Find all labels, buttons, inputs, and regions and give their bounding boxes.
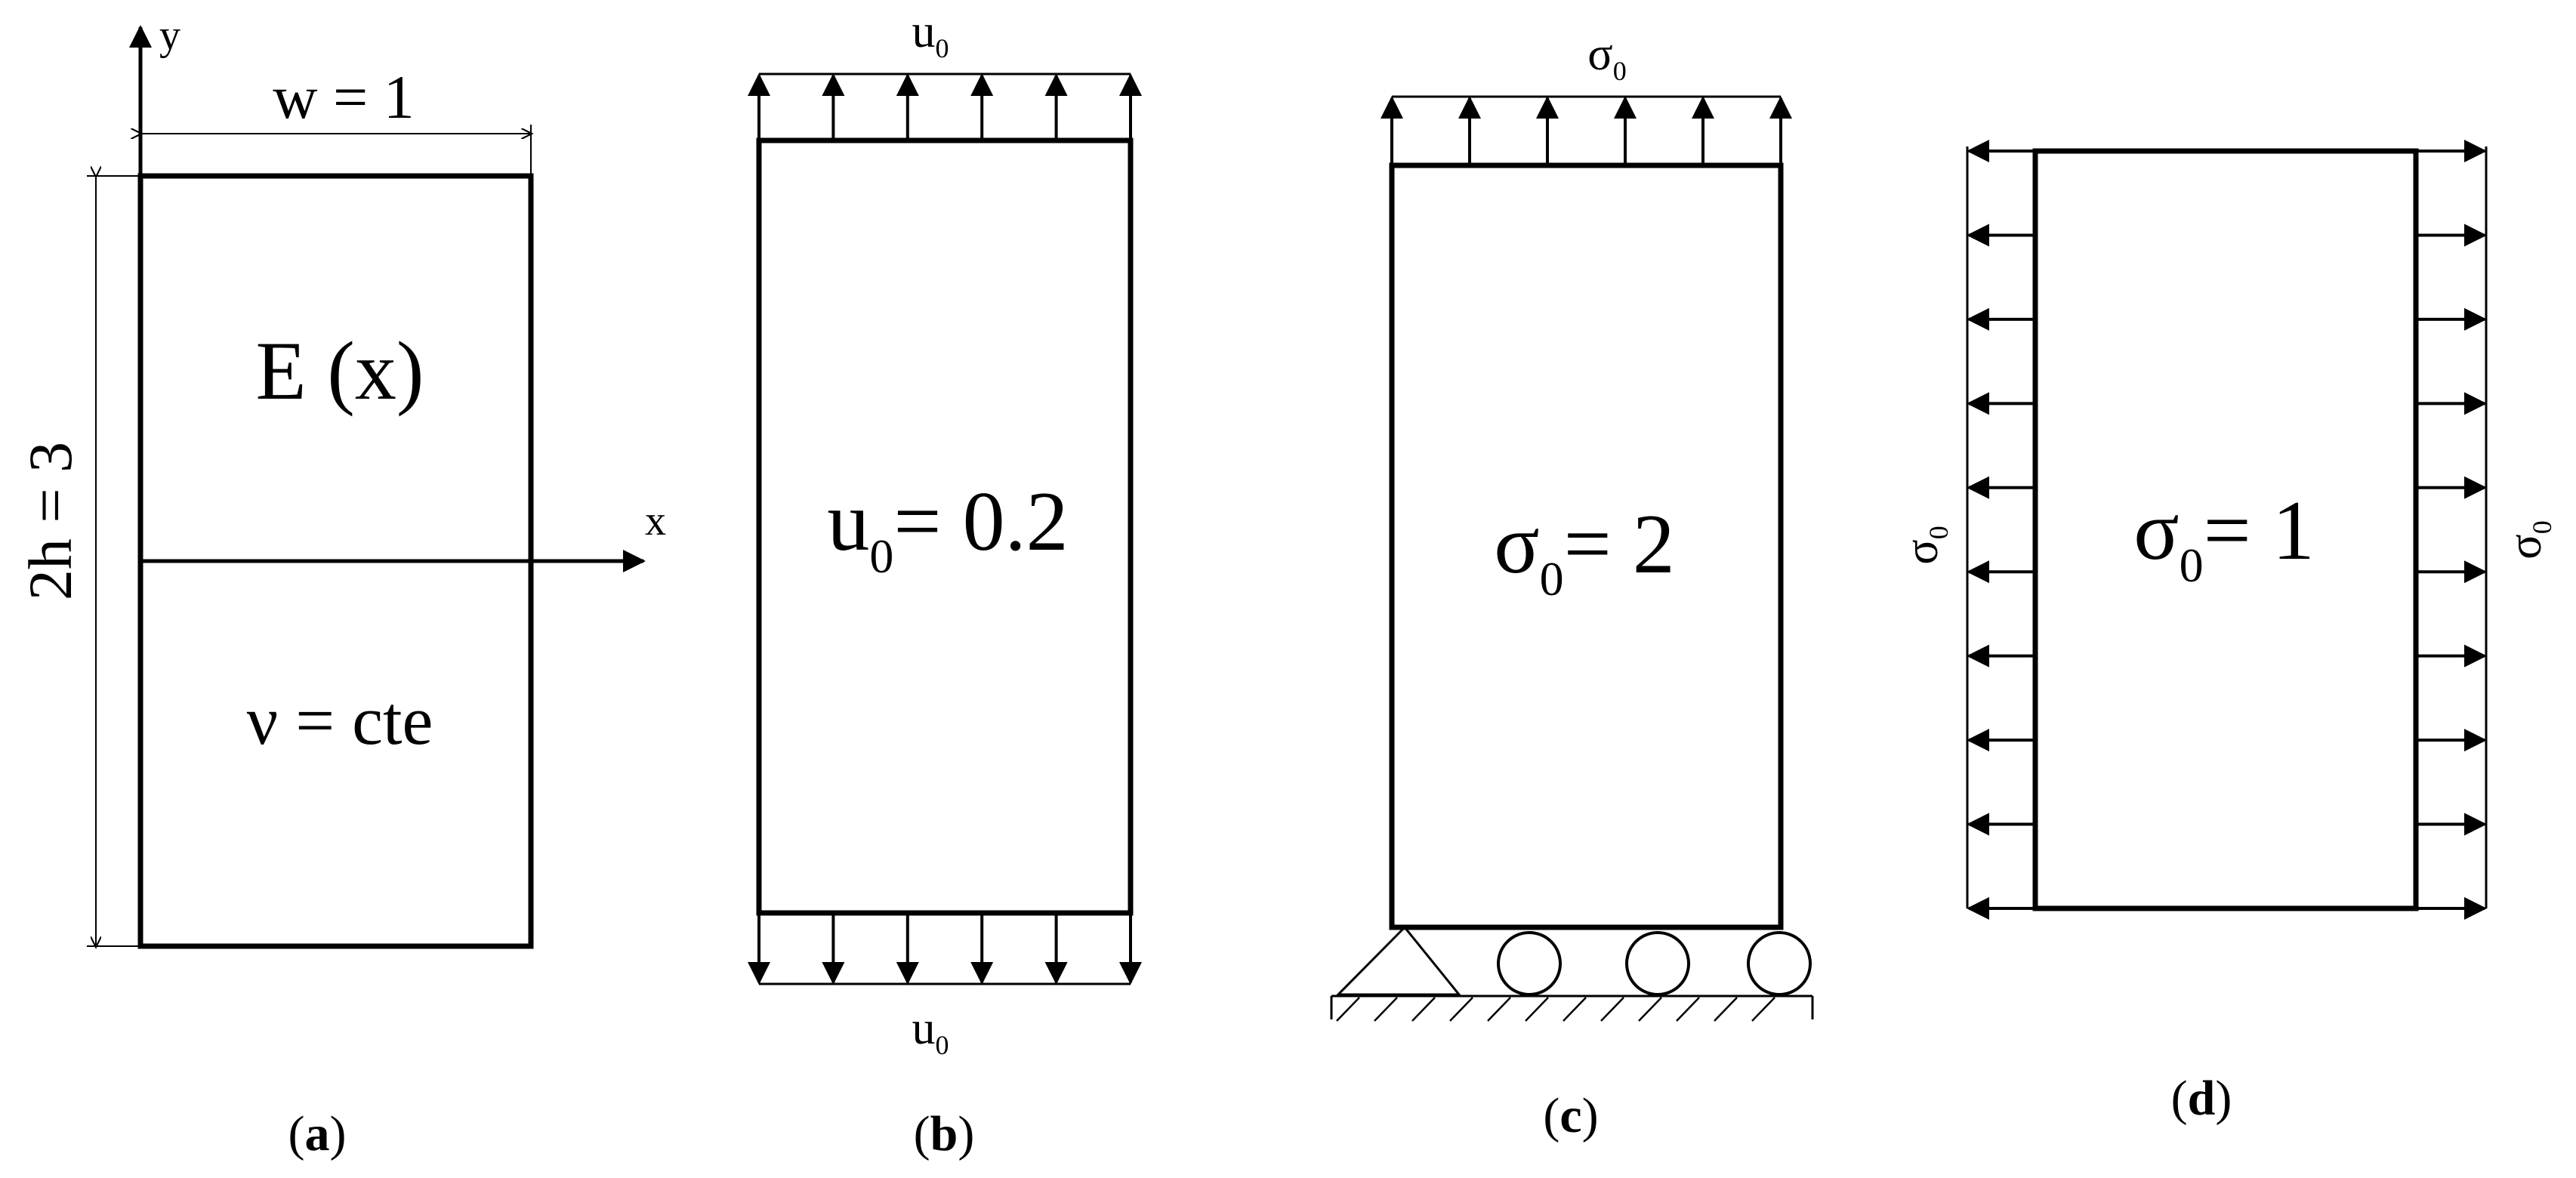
right-traction-arrows xyxy=(2416,140,2487,920)
left-load-label: σ0 xyxy=(1896,526,1954,564)
hatch-mark xyxy=(1600,997,1624,1022)
width-label: w = 1 xyxy=(273,63,414,131)
hatch-mark xyxy=(1411,997,1436,1022)
hatch-mark xyxy=(1714,997,1738,1022)
right-load-label: σ0 xyxy=(2500,520,2557,559)
top-traction-arrows xyxy=(1381,96,1792,165)
hatch-mark xyxy=(1336,997,1360,1022)
panel-d: σ0 σ0 σ0= 1 (d) xyxy=(1896,140,2557,1126)
stress-value-label: σ0= 1 xyxy=(2133,484,2315,592)
caption-c: (c) xyxy=(1543,1088,1598,1143)
roller-support xyxy=(1747,931,1812,996)
top-displacement-arrows xyxy=(748,73,1142,140)
hatch-mark xyxy=(1563,997,1587,1022)
top-load-label: u0 xyxy=(912,6,949,63)
hatch-mark xyxy=(1638,997,1662,1022)
panel-b: u0 u0 u0= 0.2 (b) xyxy=(748,6,1142,1161)
stress-value-label: σ0= 2 xyxy=(1494,498,1675,606)
roller-support xyxy=(1497,931,1562,996)
hatch-mark xyxy=(1676,997,1700,1022)
modulus-label: E (x) xyxy=(256,325,424,417)
domain-rectangle-c xyxy=(1389,162,1784,930)
hatch-mark xyxy=(1449,997,1473,1022)
panel-c: σ0 σ0= 2 (c) xyxy=(1330,29,1814,1143)
hatch-mark xyxy=(1751,997,1775,1022)
bottom-displacement-arrows xyxy=(748,913,1142,985)
hatch-mark xyxy=(1525,997,1549,1022)
caption-d: (d) xyxy=(2171,1071,2232,1126)
domain-rectangle-b xyxy=(756,137,1134,916)
left-traction-arrows xyxy=(1967,140,2035,920)
panel-a: y x w = 1 2h = 3 E (x) ν = cte (a) xyxy=(16,12,666,1161)
displacement-value-label: u0= 0.2 xyxy=(827,475,1068,583)
x-axis-label: x xyxy=(645,498,666,544)
pin-support xyxy=(1335,925,1462,996)
caption-b: (b) xyxy=(914,1106,975,1161)
y-axis-label: y xyxy=(159,12,180,59)
bottom-load-label: u0 xyxy=(912,1003,949,1060)
height-label: 2h = 3 xyxy=(16,442,85,600)
hatch-mark xyxy=(1487,997,1511,1022)
domain-rectangle-d xyxy=(2032,148,2419,911)
roller-support xyxy=(1625,931,1690,996)
caption-a: (a) xyxy=(288,1106,347,1161)
top-load-label: σ0 xyxy=(1587,29,1626,86)
ground-hatching xyxy=(1336,997,1775,1022)
hatch-mark xyxy=(1374,997,1398,1022)
poisson-label: ν = cte xyxy=(247,682,433,759)
